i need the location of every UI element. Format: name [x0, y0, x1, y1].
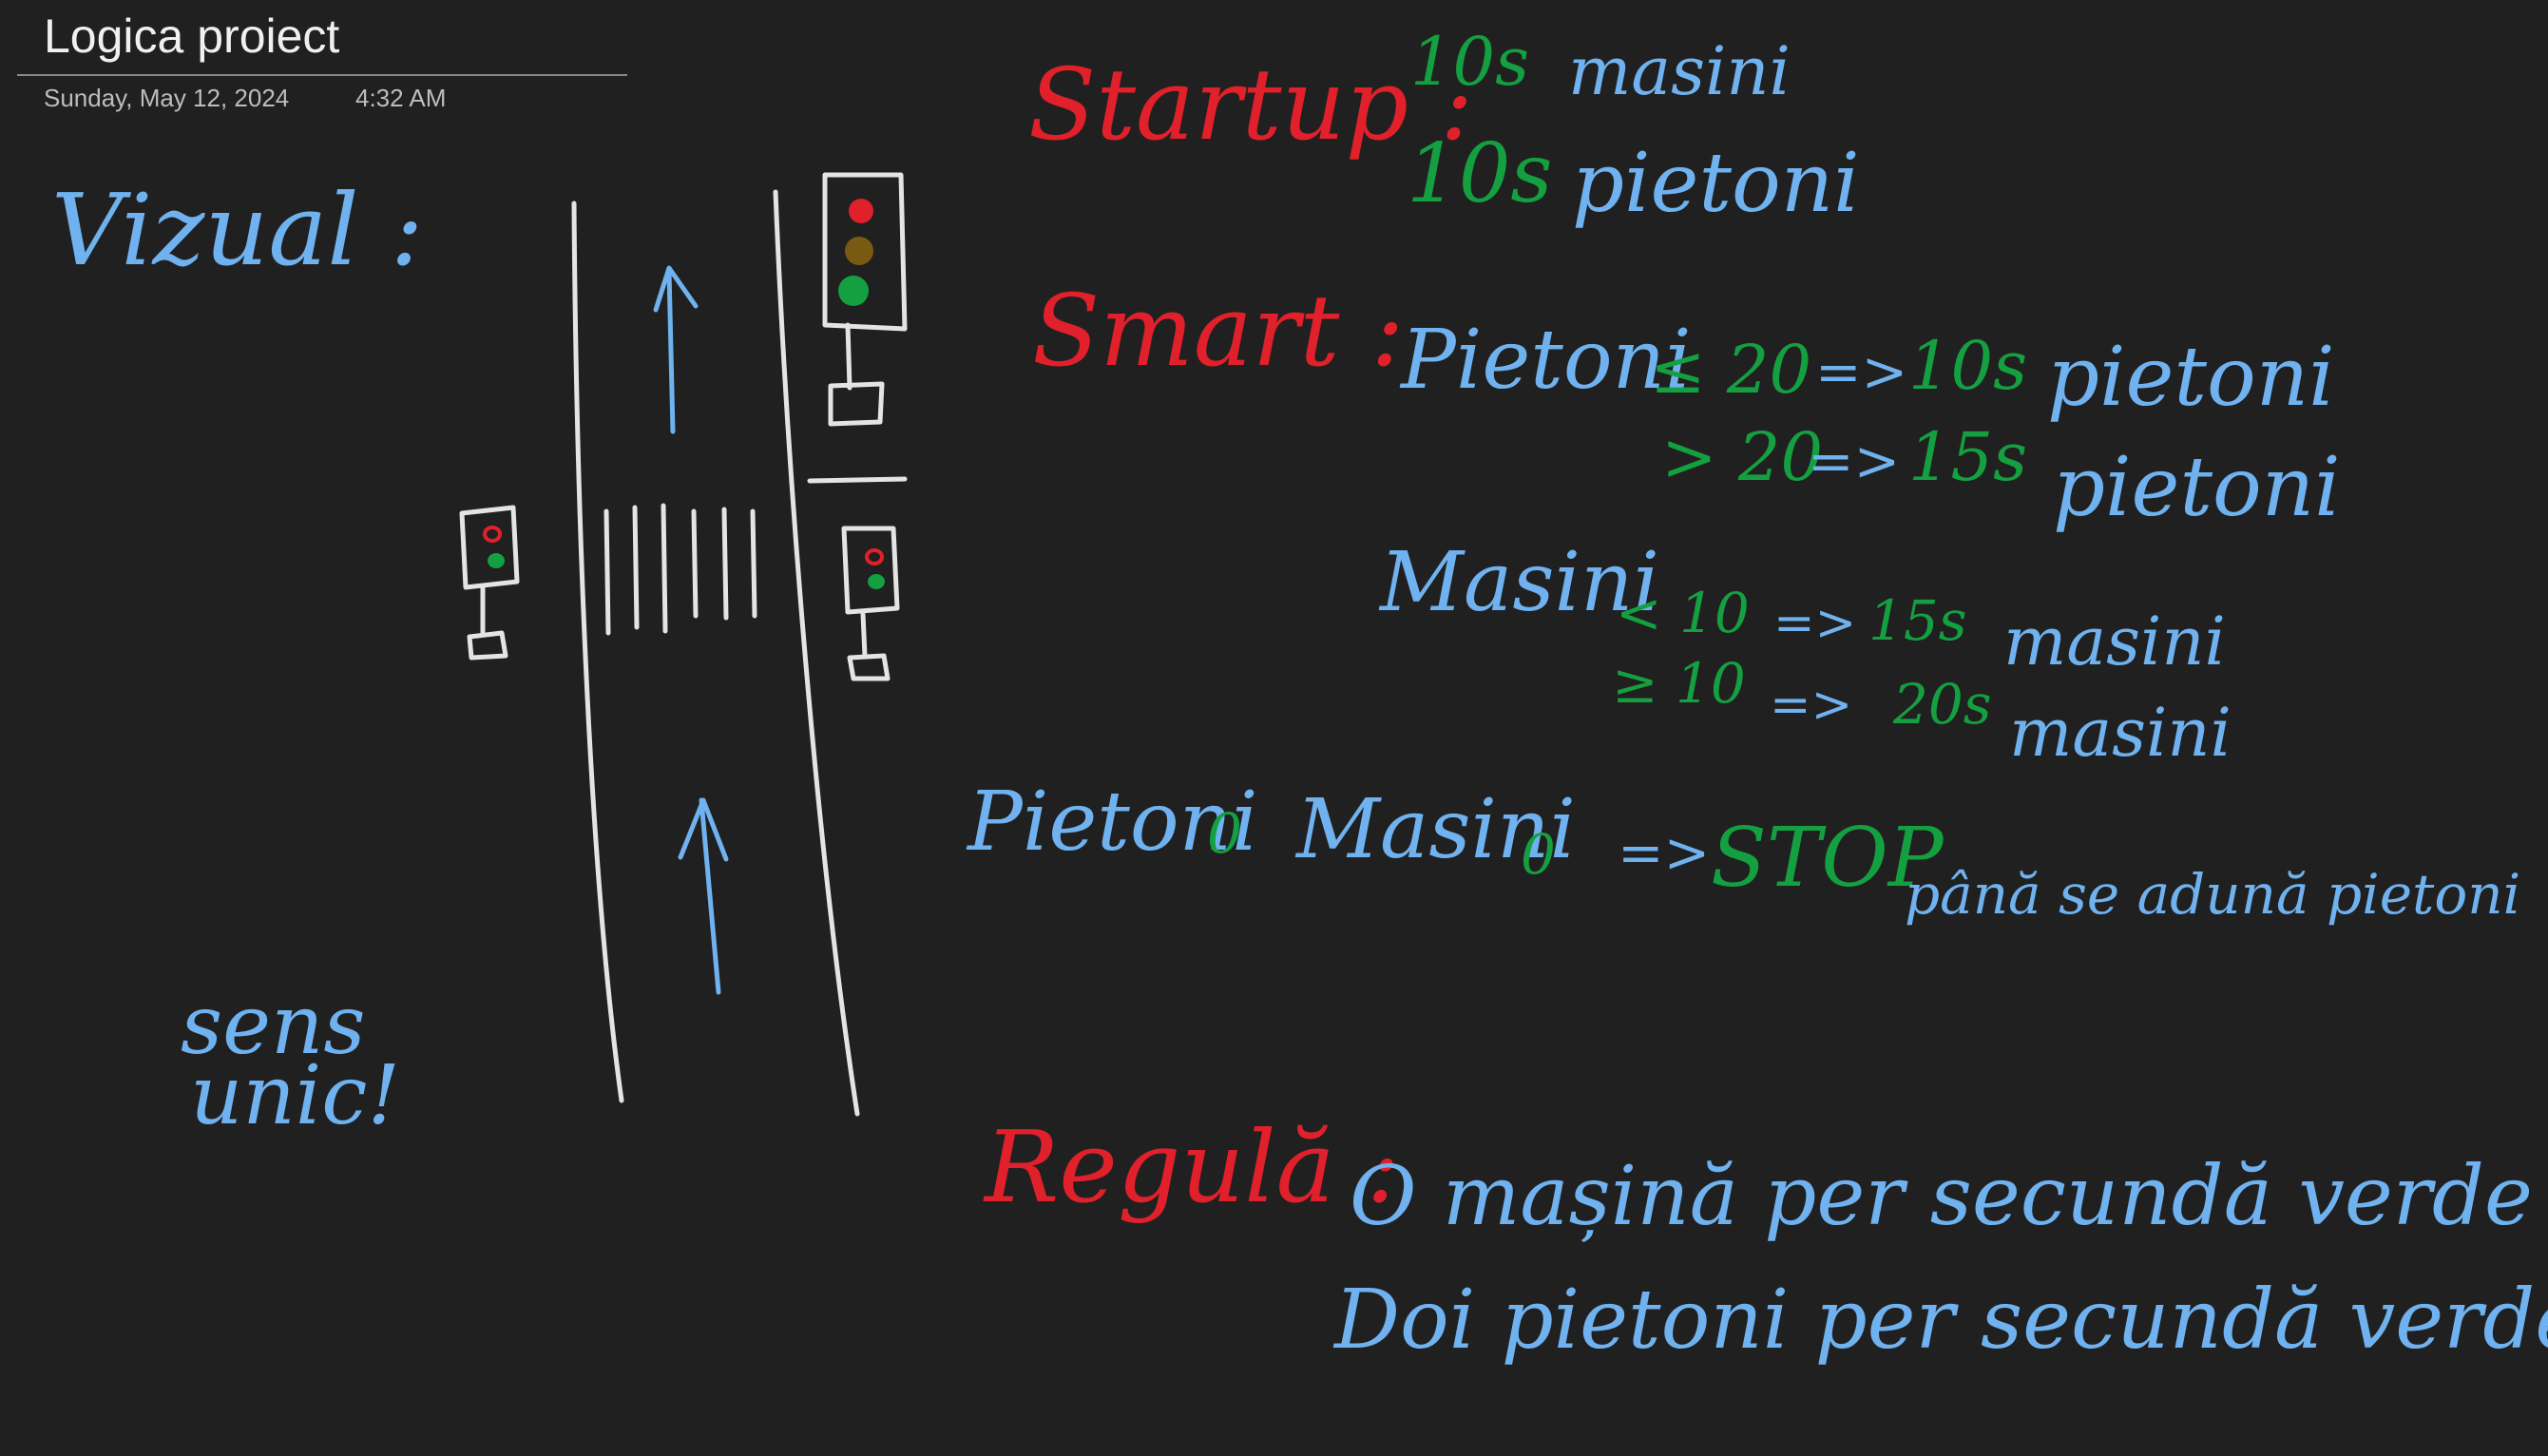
unic-label: unic! [190, 1048, 401, 1143]
zero-pietoni-value: 0 [1207, 801, 1242, 866]
smart-car-cond-2: ≥ 10 [1612, 651, 1746, 716]
main-yellow-light [845, 237, 873, 265]
crosswalk [603, 503, 757, 636]
road-left-edge [571, 201, 624, 1103]
road-right-edge [773, 189, 860, 1117]
startup-car-text: masini [1568, 32, 1791, 110]
regula-line-2: Doi pietoni per secundă verde [1334, 1273, 2548, 1368]
left-pedestrian-light [459, 505, 520, 661]
smart-pietoni-label: Pietoni [1401, 313, 1692, 408]
main-red-light [849, 199, 873, 223]
regula-line-1: O mașină per secundă verde [1350, 1149, 2533, 1244]
smart-ped-text-1: pietoni [2047, 330, 2335, 425]
smart-car-arrow-1: => [1773, 595, 1857, 652]
smart-ped-arrow-1: => [1815, 339, 1908, 404]
startup-label: Startup : [1028, 47, 1474, 163]
sens-label: sens [181, 978, 366, 1073]
smart-ped-time-2: 15s [1908, 418, 2027, 496]
zero-masini-value: 0 [1521, 822, 1556, 887]
stop-line [807, 476, 908, 484]
arrow-up-bottom [678, 797, 729, 995]
zero-note: până se adună pietoni [1905, 862, 2521, 927]
vizual-label: Vizual : [51, 172, 424, 288]
smart-car-text-2: masini [2009, 694, 2232, 772]
page-date: Sunday, May 12, 2024 [44, 84, 290, 112]
right-red-light [865, 548, 884, 565]
smart-car-arrow-2: => [1770, 677, 1853, 734]
smart-ped-text-2: pietoni [2053, 440, 2341, 535]
zero-pietoni-label: Pietoni [967, 775, 1258, 870]
startup-ped-text: pietoni [1572, 136, 1860, 231]
zero-masini-label: Masini [1296, 782, 1576, 877]
smart-car-time-2: 20s [1893, 672, 1992, 737]
main-green-light [838, 276, 869, 306]
smart-car-cond-1: < 10 [1616, 581, 1750, 645]
startup-car-time: 10s [1410, 23, 1529, 101]
main-traffic-light-housing [822, 172, 908, 332]
smart-ped-arrow-2: => [1808, 429, 1901, 493]
right-pedestrian-light [841, 526, 900, 681]
smart-ped-time-1: 10s [1908, 327, 2027, 405]
left-green-light [488, 553, 505, 568]
smart-masini-label: Masini [1380, 535, 1659, 630]
zero-stop: STOP [1711, 811, 1944, 906]
title-divider [17, 74, 627, 76]
smart-car-text-1: masini [2003, 603, 2226, 680]
smart-car-time-1: 15s [1868, 588, 1967, 653]
smart-label: Smart : [1032, 273, 1405, 389]
page-title[interactable]: Logica proiect [44, 10, 340, 63]
startup-ped-time: 10s [1407, 126, 1553, 221]
smart-ped-cond-1: ≤ 20 [1650, 331, 1811, 409]
page-time: 4:32 AM [355, 84, 447, 112]
zero-arrow: => [1618, 820, 1711, 885]
smart-ped-cond-2: > 20 [1661, 418, 1823, 496]
left-red-light [483, 526, 502, 543]
right-green-light [868, 574, 885, 589]
arrow-up-top [653, 265, 699, 434]
regula-label: Regulă : [985, 1109, 1400, 1225]
